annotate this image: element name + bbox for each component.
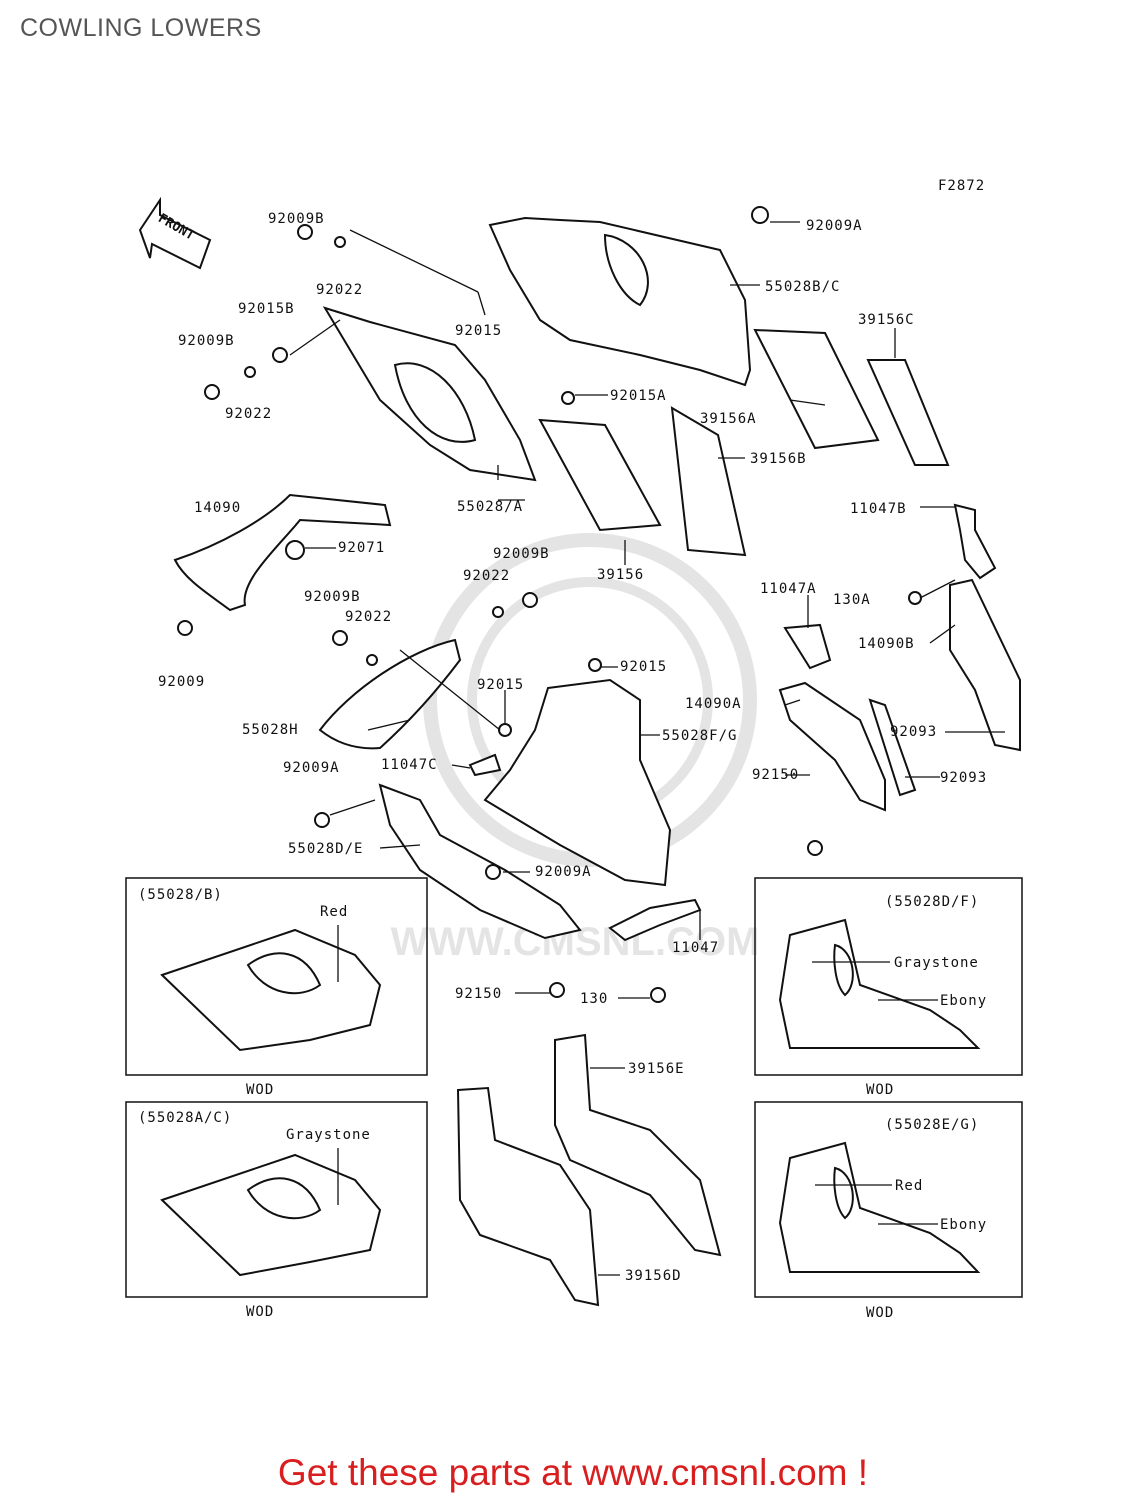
label-39156a: 39156A xyxy=(700,411,757,427)
part-labels: 92009B 92022 92015B 92009B 92022 92015 9… xyxy=(158,211,987,1284)
svg-text:WOD: WOD xyxy=(246,1082,274,1098)
label-39156: 39156 xyxy=(597,567,644,583)
label-92093: 92093 xyxy=(940,770,987,786)
pad-39156 xyxy=(538,418,662,532)
label-11047c: 11047C xyxy=(381,757,438,773)
label-92009b: 92009B xyxy=(304,589,361,605)
pad-39156e xyxy=(554,1033,722,1257)
label-92009: 92009 xyxy=(158,674,205,690)
pad-39156c xyxy=(866,359,950,466)
label-92009b: 92009B xyxy=(178,333,235,349)
label-92009b: 92009B xyxy=(268,211,325,227)
bracket-14090a xyxy=(778,681,886,812)
duct-55028h xyxy=(318,638,462,750)
label-92093: 92093 xyxy=(890,724,937,740)
label-39156c: 39156C xyxy=(858,312,915,328)
label-92071: 92071 xyxy=(338,540,385,556)
pad-39156a xyxy=(753,328,880,450)
svg-text:WOD: WOD xyxy=(866,1305,894,1321)
page-title: COWLING LOWERS xyxy=(20,14,262,42)
inset-55028eg: (55028E/G) Red Ebony WOD xyxy=(754,1101,1023,1321)
inset-55028ac: (55028A/C) Graystone WOD xyxy=(125,1101,428,1320)
label-92009b: 92009B xyxy=(493,546,550,562)
label-11047: 11047 xyxy=(672,940,719,956)
label-55028bc: 55028B/C xyxy=(765,279,840,295)
svg-text:(55028A/C): (55028A/C) xyxy=(138,1110,232,1126)
duct-14090 xyxy=(173,493,392,612)
pad-39156b xyxy=(670,406,747,557)
label-14090a: 14090A xyxy=(685,696,742,712)
label-55028h: 55028H xyxy=(242,722,299,738)
svg-text:Red: Red xyxy=(320,904,348,920)
label-14090: 14090 xyxy=(194,500,241,516)
cowling-panel-55028bc xyxy=(488,216,752,387)
bracket-11047c xyxy=(468,753,502,777)
label-39156b: 39156B xyxy=(750,451,807,467)
cowling-panel-55028fg xyxy=(483,678,672,887)
cowling-panel-55028a xyxy=(322,306,537,482)
label-92009a: 92009A xyxy=(806,218,863,234)
label-92015: 92015 xyxy=(477,677,524,693)
label-11047b: 11047B xyxy=(850,501,907,517)
bracket-14090b xyxy=(949,578,1021,752)
front-arrow-icon: FRONT xyxy=(138,196,212,270)
svg-text:Ebony: Ebony xyxy=(940,1217,987,1233)
svg-text:WOD: WOD xyxy=(866,1082,894,1098)
label-39156d: 39156D xyxy=(625,1268,682,1284)
svg-text:(55028E/G): (55028E/G) xyxy=(885,1117,979,1133)
label-92009a: 92009A xyxy=(535,864,592,880)
label-55028fg: 55028F/G xyxy=(662,728,737,744)
label-92015b: 92015B xyxy=(238,301,295,317)
label-92150: 92150 xyxy=(752,767,799,783)
label-39156e: 39156E xyxy=(628,1061,685,1077)
label-92022: 92022 xyxy=(316,282,363,298)
figure-code: F2872 xyxy=(938,178,985,194)
label-92015: 92015 xyxy=(620,659,667,675)
cowling-panel-55028de xyxy=(378,783,582,940)
svg-text:Graystone: Graystone xyxy=(286,1127,371,1143)
label-14090b: 14090B xyxy=(858,636,915,652)
svg-text:(55028/B): (55028/B) xyxy=(138,887,223,903)
fastener-icons xyxy=(177,206,922,1003)
svg-text:Ebony: Ebony xyxy=(940,993,987,1009)
svg-text:WOD: WOD xyxy=(246,1304,274,1320)
label-92150: 92150 xyxy=(455,986,502,1002)
label-130a: 130A xyxy=(833,592,871,608)
inset-55028df: (55028D/F) Graystone Ebony WOD xyxy=(754,877,1023,1098)
label-92015: 92015 xyxy=(455,323,502,339)
bracket-11047b xyxy=(953,503,997,580)
label-92022: 92022 xyxy=(463,568,510,584)
svg-text:Red: Red xyxy=(895,1178,923,1194)
strip-92093-a xyxy=(868,698,917,797)
svg-text:Graystone: Graystone xyxy=(894,955,979,971)
label-55028a: 55028/A xyxy=(457,499,523,515)
svg-text:(55028D/F): (55028D/F) xyxy=(885,894,979,910)
label-11047a: 11047A xyxy=(760,581,817,597)
label-92022: 92022 xyxy=(225,406,272,422)
label-92009a: 92009A xyxy=(283,760,340,776)
inset-55028b: (55028/B) Red WOD xyxy=(125,877,428,1098)
promo-banner: Get these parts at www.cmsnl.com ! xyxy=(277,1452,869,1493)
pad-39156d xyxy=(456,1086,600,1307)
label-92022: 92022 xyxy=(345,609,392,625)
label-55028de: 55028D/E xyxy=(288,841,363,857)
bracket-11047a xyxy=(783,623,832,670)
label-92015a: 92015A xyxy=(610,388,667,404)
label-130: 130 xyxy=(580,991,608,1007)
leader-lines xyxy=(289,221,1005,1276)
